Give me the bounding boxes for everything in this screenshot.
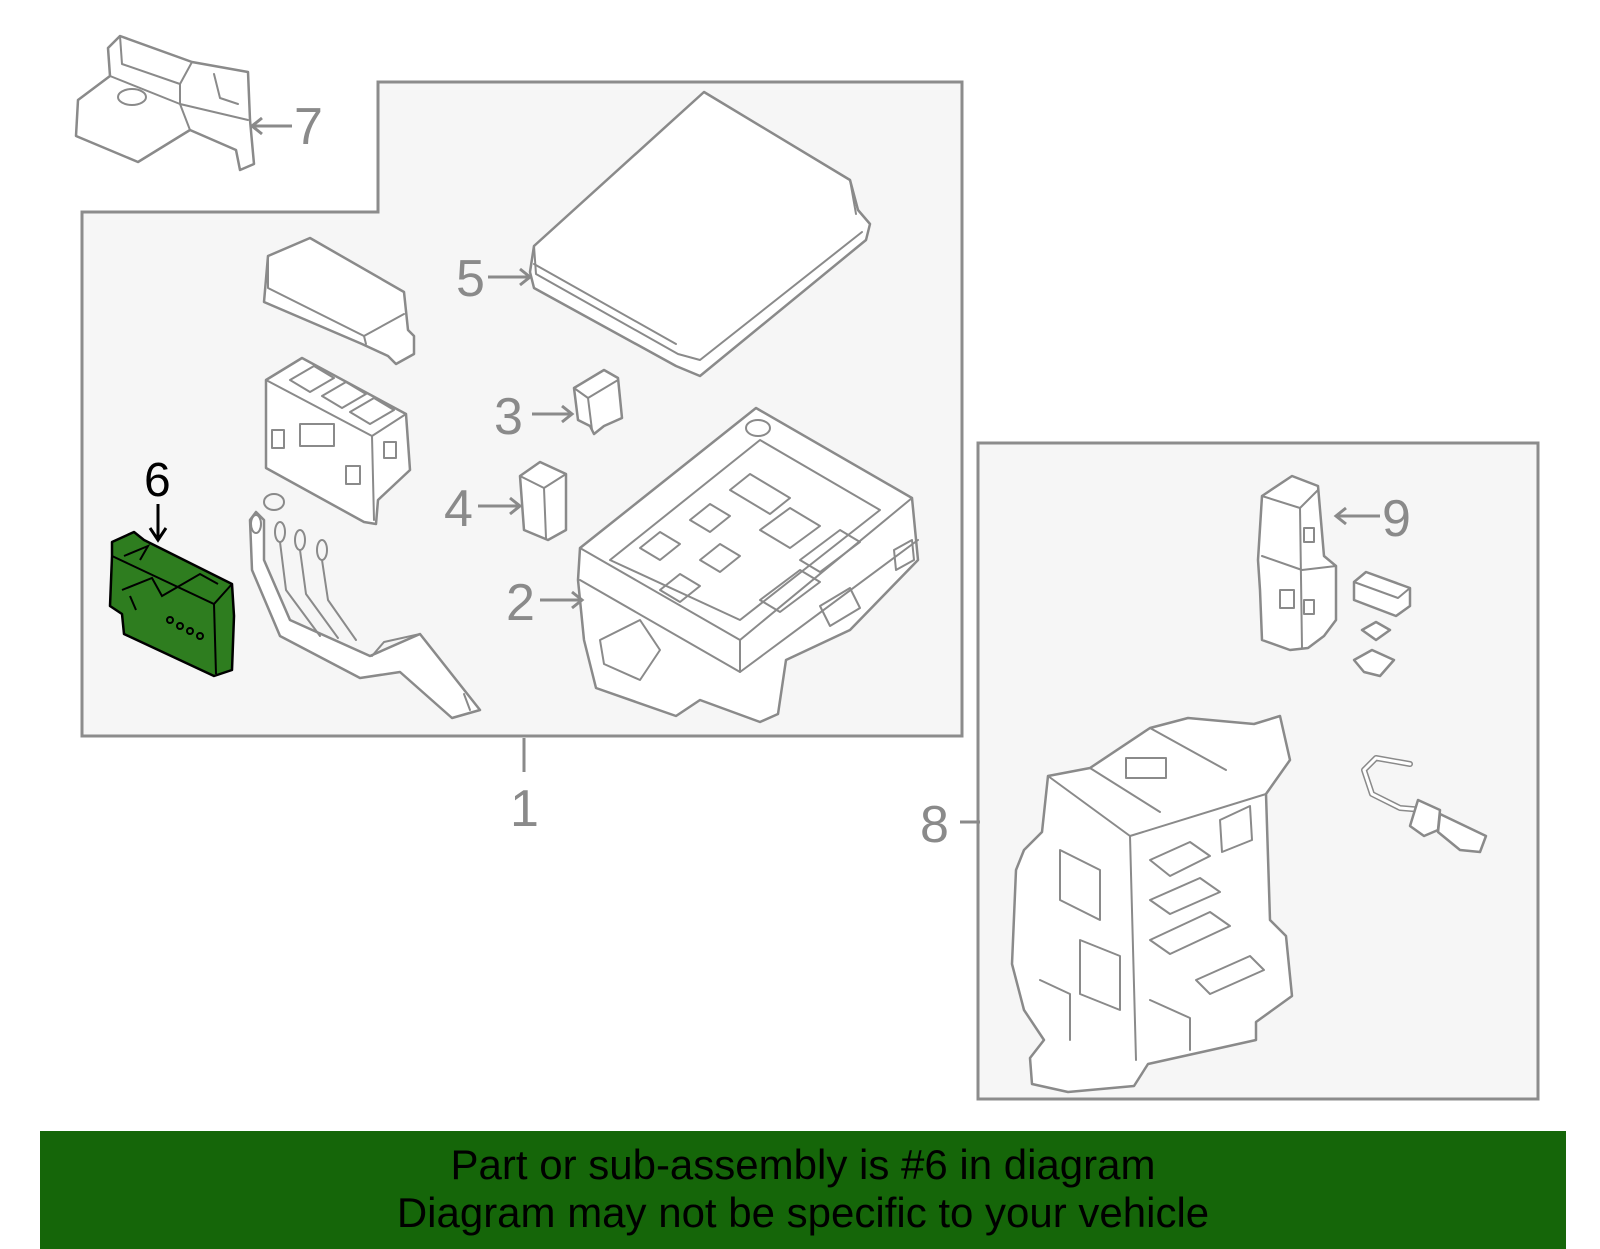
callout-3: 3 [494,388,523,446]
part-9-fuse-block [1256,474,1338,652]
small-box-lid [262,236,416,366]
blade-fuses [1352,620,1396,678]
banner-line-2: Diagram may not be specific to your vehi… [396,1189,1210,1236]
relay-block [264,356,412,526]
info-banner: Part or sub-assembly is #6 in diagram Di… [40,1131,1566,1249]
callout-6: 6 [144,454,171,507]
part-3-relay [572,368,624,436]
part-6-highlighted [108,530,236,678]
part-8-junction-box [1010,714,1294,1094]
part-7-cover [74,34,256,172]
callout-2: 2 [506,574,535,632]
fuse-cartridge [1352,570,1412,618]
callout-1: 1 [510,780,539,838]
callout-5: 5 [456,250,485,308]
callout-9: 9 [1382,490,1411,548]
bulb-socket [1361,755,1488,854]
wiring-harness [248,493,482,720]
part-4-mini-relay [518,460,568,542]
callout-7: 7 [294,98,323,156]
callout-4: 4 [444,480,473,538]
part-2-fuse-box [576,406,920,724]
part-5-lid [528,90,872,378]
callout-8: 8 [920,796,949,854]
banner-line-1: Part or sub-assembly is #6 in diagram [450,1141,1156,1188]
